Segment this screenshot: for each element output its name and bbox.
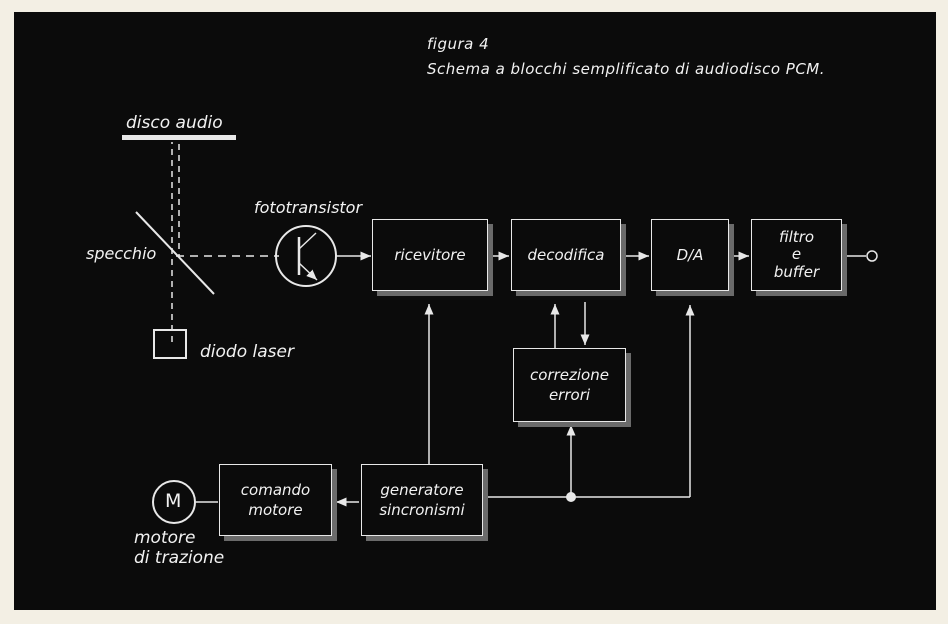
label-motore: motore — [134, 528, 196, 548]
audio-disc — [122, 135, 236, 140]
label-diodo-laser: diodo laser — [200, 342, 294, 362]
laser-diode — [153, 329, 187, 359]
block-diagram-wires — [122, 135, 878, 524]
block-filtro-line1: filtro — [778, 228, 815, 247]
block-da-label: D/A — [676, 245, 704, 264]
output-terminal — [866, 250, 878, 262]
block-comando-line2: motore — [248, 501, 303, 519]
diagram-panel: figura 4 Schema a blocchi semplificato d… — [14, 12, 936, 610]
block-ricevitore: ricevitore — [372, 219, 488, 291]
block-decodifica: decodifica — [511, 219, 621, 291]
label-specchio: specchio — [86, 244, 157, 263]
block-correzione-line2: errori — [548, 386, 591, 404]
mirror — [135, 211, 215, 295]
block-filtro-buffer: filtro e buffer — [751, 219, 842, 291]
phototransistor-symbol — [275, 225, 337, 287]
block-da-converter: D/A — [651, 219, 729, 291]
block-correzione-line1: correzione — [530, 365, 609, 384]
block-correzione-errori: correzione errori — [513, 348, 626, 422]
block-comando-motore: comando motore — [219, 464, 332, 536]
motor-symbol — [152, 480, 196, 524]
label-disco-audio: disco audio — [126, 113, 223, 133]
block-comando-line1: comando — [240, 480, 311, 499]
junction-dot — [566, 492, 576, 502]
figure-caption: Schema a blocchi semplificato di audiodi… — [427, 60, 826, 78]
label-di-trazione: di trazione — [134, 548, 225, 568]
block-filtro-line3: buffer — [773, 262, 820, 281]
block-ricevitore-label: ricevitore — [394, 245, 466, 264]
figure-number: figura 4 — [427, 35, 490, 53]
block-filtro-line2: e — [791, 245, 802, 264]
motor-letter: M — [165, 490, 182, 512]
block-generatore-line1: generatore — [380, 480, 464, 499]
label-fototransistor: fototransistor — [254, 198, 363, 217]
block-decodifica-label: decodifica — [527, 245, 605, 264]
block-generatore-sincronismi: generatore sincronismi — [361, 464, 483, 536]
block-generatore-line2: sincronismi — [379, 501, 465, 519]
